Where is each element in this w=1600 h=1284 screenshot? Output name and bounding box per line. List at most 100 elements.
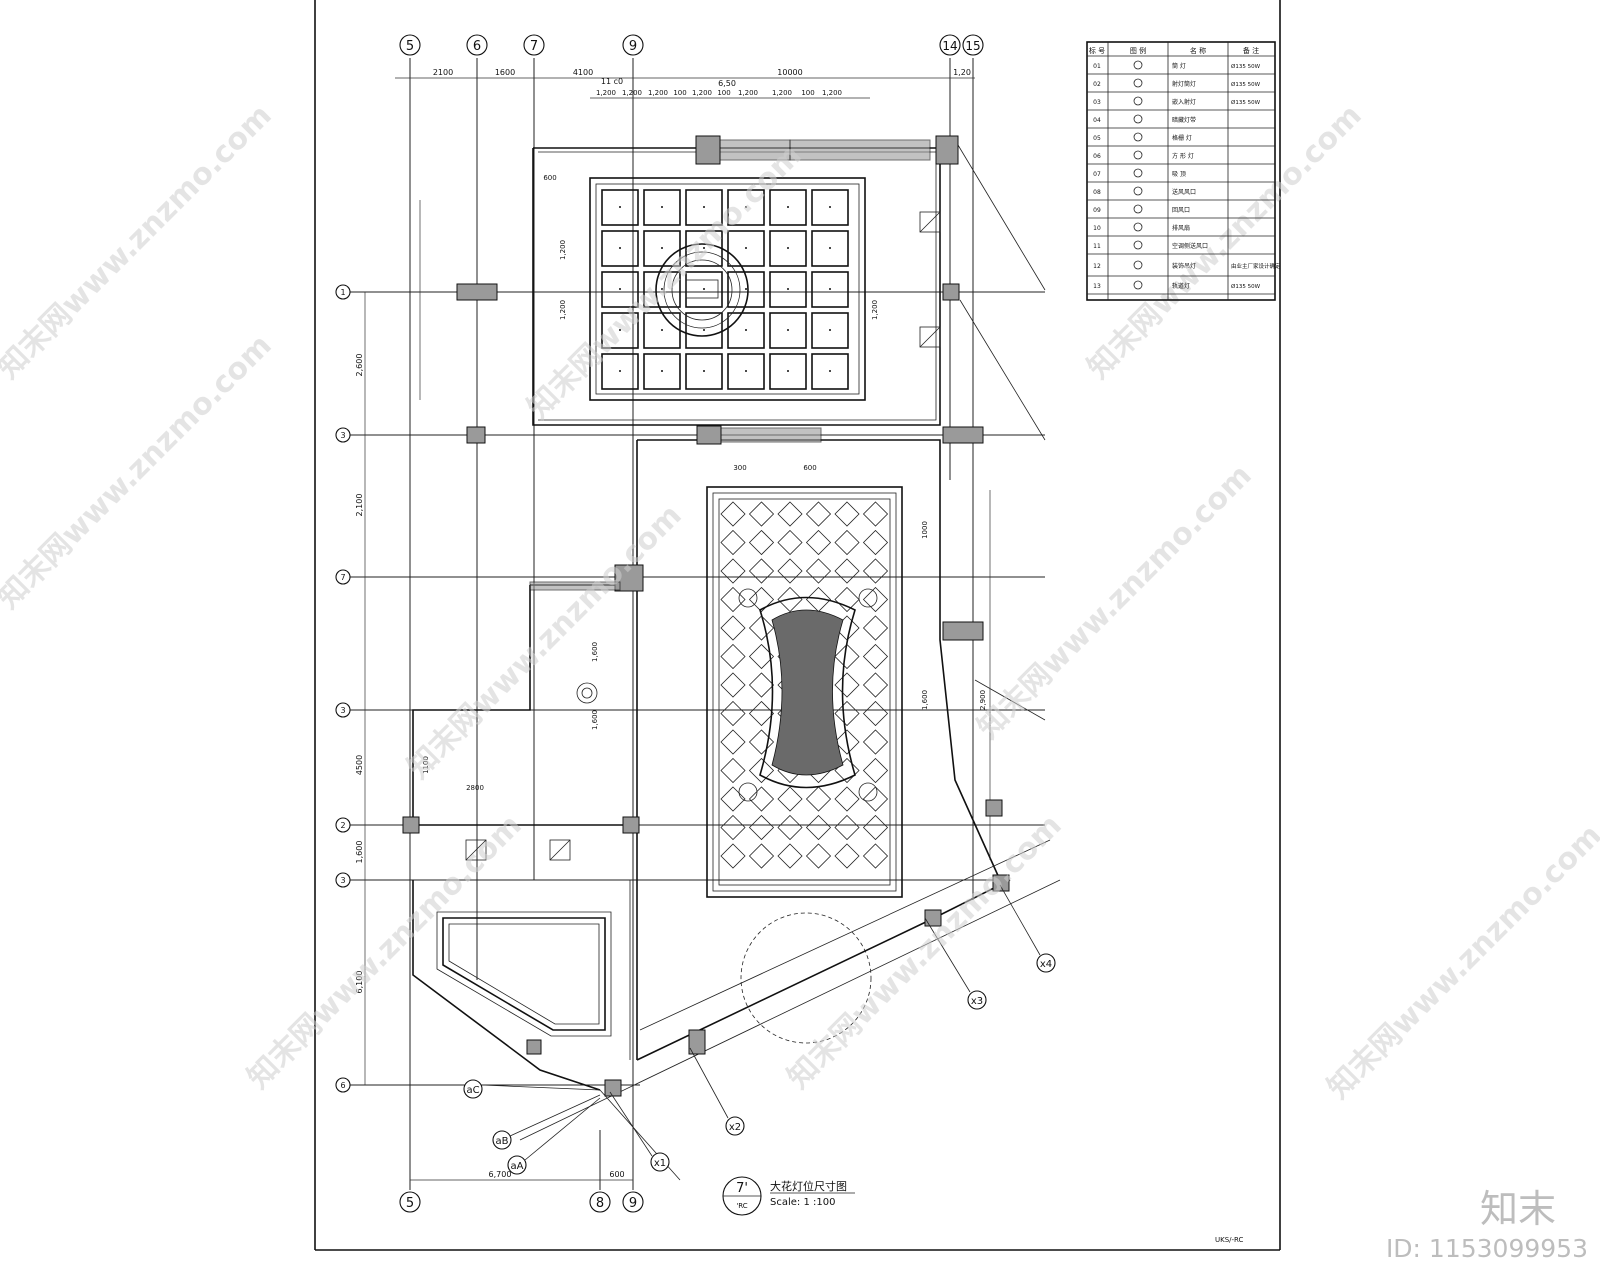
downlight-icon <box>787 329 789 331</box>
ceiling-diamond-panel <box>834 558 860 584</box>
legend-header-name: 名 称 <box>1190 46 1206 55</box>
grid-label-left-1: 3 <box>340 431 345 440</box>
ceiling-diamond-panel <box>777 501 803 527</box>
ceiling-tile <box>601 271 639 308</box>
ceiling-diamond-panel <box>862 729 889 755</box>
grid-label-top-2: 7 <box>530 39 538 54</box>
ceiling-diamond-panel <box>720 814 746 841</box>
ceiling-tile <box>727 189 765 226</box>
ceiling-diamond-panel <box>777 786 803 812</box>
ceiling-diamond-panel <box>862 843 889 869</box>
ceiling-diamond-panel <box>720 529 746 556</box>
legend-row-name: 嵌入射灯 <box>1172 98 1196 106</box>
square-light-icon <box>1133 150 1143 160</box>
image-id-watermark: ID: 1153099953 <box>1385 1234 1588 1263</box>
downlight-icon <box>787 247 789 249</box>
grid-label-diag-3: x1 <box>654 1158 666 1169</box>
legend-row-name: 轨道灯 <box>1172 282 1190 290</box>
ceiling-diamond-panel <box>720 586 746 613</box>
legend-row-name: 暗藏灯带 <box>1172 116 1196 124</box>
downlight-icon <box>787 370 789 372</box>
downlight-icon <box>661 288 663 290</box>
ceiling-diamond-panel <box>834 586 860 613</box>
grid-label-left-6: 6 <box>340 1081 345 1090</box>
dim-inner-12: 2,900 <box>979 690 987 710</box>
grid-label-top-0: 5 <box>406 39 414 54</box>
ceiling-diamond-panel <box>720 700 746 727</box>
ceiling-diamond-panel <box>862 672 889 698</box>
structural-columns <box>402 135 1010 1097</box>
downlight-icon <box>745 288 747 290</box>
grid-label-top-5: 15 <box>965 39 980 53</box>
upper-ceiling-tiles <box>601 189 849 390</box>
adjustable-downlight-icon <box>1133 78 1143 88</box>
grid-label-left-2: 7 <box>340 573 345 582</box>
downlight-icon <box>619 370 621 372</box>
downlight-icon <box>745 329 747 331</box>
ceiling-diamond-panel <box>862 786 889 812</box>
spotlight-icon <box>1133 96 1143 106</box>
downlight-icon <box>661 329 663 331</box>
dim-top-1: 1600 <box>495 68 515 77</box>
dim-tile-8: 100 <box>801 89 814 97</box>
dim-side-0: 2,600 <box>355 354 364 377</box>
ceiling-tile <box>601 312 639 349</box>
dim-side-2: 4500 <box>355 755 364 775</box>
dim-inner-2: 1,200 <box>871 300 879 320</box>
legend-row-no: 10 <box>1093 225 1101 232</box>
legend-row-name: 回风口 <box>1172 207 1190 214</box>
sheet-border <box>314 0 1281 1251</box>
dim-inner-4: 1,600 <box>591 642 599 662</box>
ceiling-tile <box>769 312 807 349</box>
ceiling-diamond-panel <box>862 529 889 556</box>
downlight-icon <box>661 206 663 208</box>
ceiling-diamond-panel <box>777 814 803 841</box>
ceiling-tile <box>643 271 681 308</box>
grid-label-diag-2: aA <box>511 1161 524 1172</box>
ceiling-tile <box>685 189 723 226</box>
dim-tile-3: 100 <box>673 89 686 97</box>
track-light-icon <box>1133 280 1143 290</box>
dim-tile-9: 1,200 <box>822 89 842 97</box>
downlight-icon <box>829 329 831 331</box>
dim-top-2: 4100 <box>573 68 593 77</box>
ceiling-tile <box>601 189 639 226</box>
dim-side-1: 2,100 <box>355 494 364 517</box>
ceiling-tile <box>811 189 849 226</box>
downlight-icon <box>703 206 705 208</box>
downlight-icon <box>745 370 747 372</box>
legend-row-name: 排风扇 <box>1172 224 1190 232</box>
dim-top-0: 2100 <box>433 68 453 77</box>
ceiling-tile <box>811 271 849 308</box>
dim-inner-1: 1,200 <box>559 300 567 320</box>
central-chandelier-outline <box>759 596 856 789</box>
ceiling-diamond-panel <box>805 843 832 869</box>
ceiling-diamond-panel <box>720 757 746 784</box>
square-lights <box>465 211 941 861</box>
ceiling-diamond-panel <box>748 672 775 698</box>
ceiling-diamond-panel <box>777 558 803 584</box>
downlight-icon <box>787 288 789 290</box>
ceiling-diamond-panel <box>834 529 860 556</box>
legend-row-no: 03 <box>1093 99 1101 106</box>
detail-number: 7' <box>736 1181 748 1196</box>
legend-row-name: 送风风口 <box>1172 188 1196 196</box>
grid-label-diag-1: aB <box>496 1136 509 1147</box>
watermark-text: 知末网www.znzmo.com <box>401 498 689 786</box>
dim-inner-11: 600 <box>543 174 556 182</box>
downlight-icon <box>829 206 831 208</box>
ceiling-diamond-panel <box>834 672 860 698</box>
ceiling-diamond-panel <box>834 729 860 755</box>
grid-label-bottom-2: 9 <box>629 1196 637 1211</box>
dim-top-6: 6,50 <box>718 79 736 88</box>
grid-label-top-1: 6 <box>473 39 481 54</box>
dim-side-4: 6,100 <box>355 971 364 994</box>
brand-watermark: 知末 <box>1479 1187 1556 1231</box>
legend-header-icon: 图 例 <box>1130 46 1146 55</box>
ceiling-tile <box>811 312 849 349</box>
legend-row-no: 07 <box>1093 171 1101 178</box>
ceiling-diamond-panel <box>834 700 860 727</box>
downlight-icon <box>661 247 663 249</box>
detail-sheet-ref: 'RC <box>736 1202 747 1210</box>
ceiling-tile <box>727 353 765 390</box>
